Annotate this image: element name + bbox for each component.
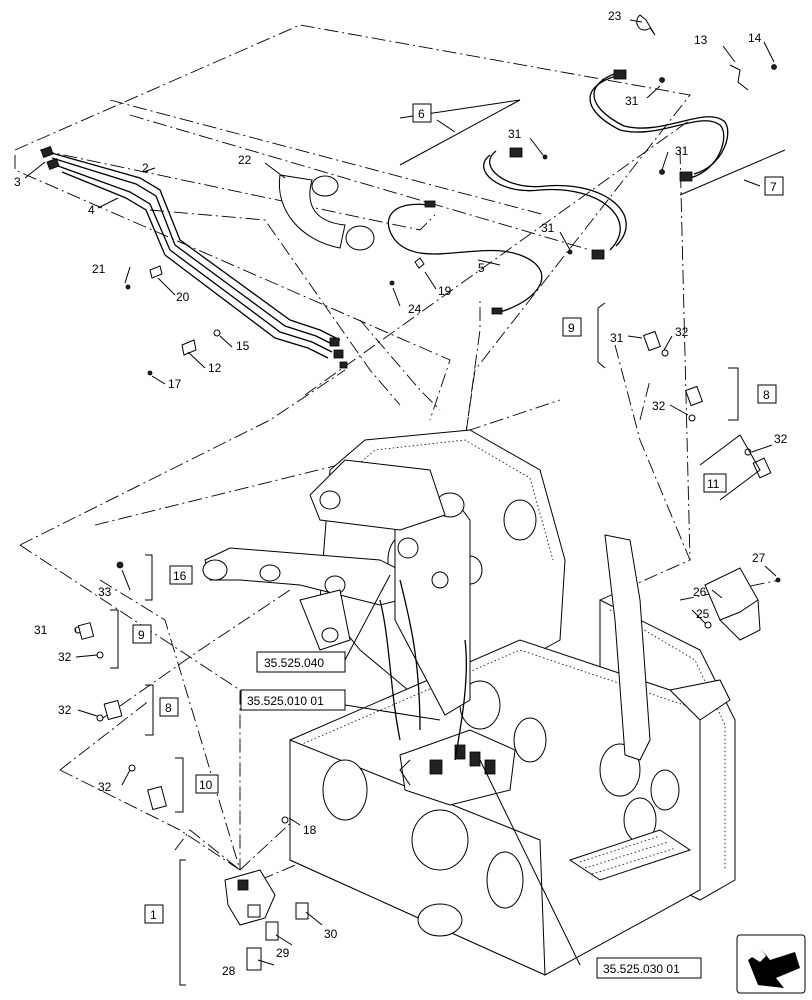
callout-25: 25 <box>696 607 710 621</box>
svg-text:16: 16 <box>173 569 187 583</box>
reference-labels: 35.525.040 35.525.010 01 35.525.030 01 <box>240 651 702 979</box>
callout-22: 22 <box>238 153 252 167</box>
guard-bracket <box>704 567 781 641</box>
leader-lines <box>24 19 786 986</box>
callout-33: 33 <box>98 585 112 599</box>
hose-5 <box>387 200 543 315</box>
bottom-valve <box>224 816 309 971</box>
reference-35-525-010-01[interactable]: 35.525.010 01 <box>240 689 346 711</box>
reference-35-525-030-01[interactable]: 35.525.030 01 <box>596 957 702 979</box>
callout-29: 29 <box>276 946 290 960</box>
callout-32-a: 32 <box>675 325 689 339</box>
box-label-8-left: 8 <box>159 697 179 717</box>
callout-21: 21 <box>92 262 106 276</box>
callout-30: 30 <box>324 927 338 941</box>
callout-31-e: 31 <box>610 331 624 345</box>
callout-5: 5 <box>478 261 485 275</box>
svg-text:6: 6 <box>418 107 425 121</box>
svg-text:9: 9 <box>568 321 575 335</box>
callout-28: 28 <box>222 964 236 978</box>
hydraulic-tube-assembly <box>40 146 348 376</box>
callout-27: 27 <box>752 551 766 565</box>
callout-17: 17 <box>168 377 182 391</box>
callout-2: 2 <box>142 161 149 175</box>
box-label-9-left: 9 <box>132 624 152 644</box>
svg-text:1: 1 <box>150 908 157 922</box>
box-label-11: 11 <box>703 473 727 493</box>
callout-31-b: 31 <box>508 127 522 141</box>
box-label-8-right: 8 <box>757 384 777 404</box>
hose-7 <box>589 14 777 182</box>
callout-32-c: 32 <box>774 432 788 446</box>
callout-24: 24 <box>408 302 422 316</box>
callout-31-a: 31 <box>625 94 639 108</box>
reference-35-525-040[interactable]: 35.525.040 <box>256 651 346 673</box>
callout-3: 3 <box>14 175 21 189</box>
callout-20: 20 <box>176 290 190 304</box>
svg-text:35.525.010 01: 35.525.010 01 <box>247 694 324 708</box>
chassis-frame <box>202 429 736 976</box>
svg-text:8: 8 <box>165 701 172 715</box>
callout-4: 4 <box>88 203 95 217</box>
boxed-labels: 1 6 7 8 8 9 9 10 <box>132 103 784 924</box>
right-fittings <box>642 330 772 479</box>
svg-text:35.525.040: 35.525.040 <box>264 656 324 670</box>
arrow-icon[interactable] <box>736 934 806 994</box>
box-label-6: 6 <box>412 103 432 123</box>
callout-15: 15 <box>236 339 250 353</box>
callout-31-f: 31 <box>34 623 48 637</box>
svg-text:8: 8 <box>763 388 770 402</box>
box-label-16: 16 <box>169 565 193 585</box>
hose-6 <box>483 147 627 260</box>
box-label-9-right: 9 <box>562 317 582 337</box>
callout-18: 18 <box>303 823 317 837</box>
callout-13: 13 <box>694 33 708 47</box>
left-fittings <box>74 561 167 811</box>
callout-32-b: 32 <box>652 399 666 413</box>
svg-text:11: 11 <box>707 477 720 491</box>
svg-text:10: 10 <box>199 778 213 792</box>
callout-31-d: 31 <box>541 221 555 235</box>
callout-12: 12 <box>208 361 222 375</box>
elbow-hose <box>278 174 375 251</box>
box-label-7: 7 <box>764 176 784 196</box>
callout-32-e: 32 <box>58 703 72 717</box>
callout-32-f: 32 <box>98 780 112 794</box>
callout-32-d: 32 <box>58 650 72 664</box>
callout-31-c: 31 <box>675 144 689 158</box>
callout-19: 19 <box>438 284 452 298</box>
box-label-10: 10 <box>195 774 219 794</box>
callout-14: 14 <box>748 31 762 45</box>
box-label-1: 1 <box>144 904 164 924</box>
svg-text:9: 9 <box>138 628 145 642</box>
callout-23: 23 <box>608 9 622 23</box>
callout-26: 26 <box>693 585 707 599</box>
svg-text:7: 7 <box>770 180 777 194</box>
svg-text:35.525.030 01: 35.525.030 01 <box>603 962 680 976</box>
part-callouts: 2 3 4 5 12 13 14 15 17 18 19 20 21 22 23… <box>14 9 788 978</box>
